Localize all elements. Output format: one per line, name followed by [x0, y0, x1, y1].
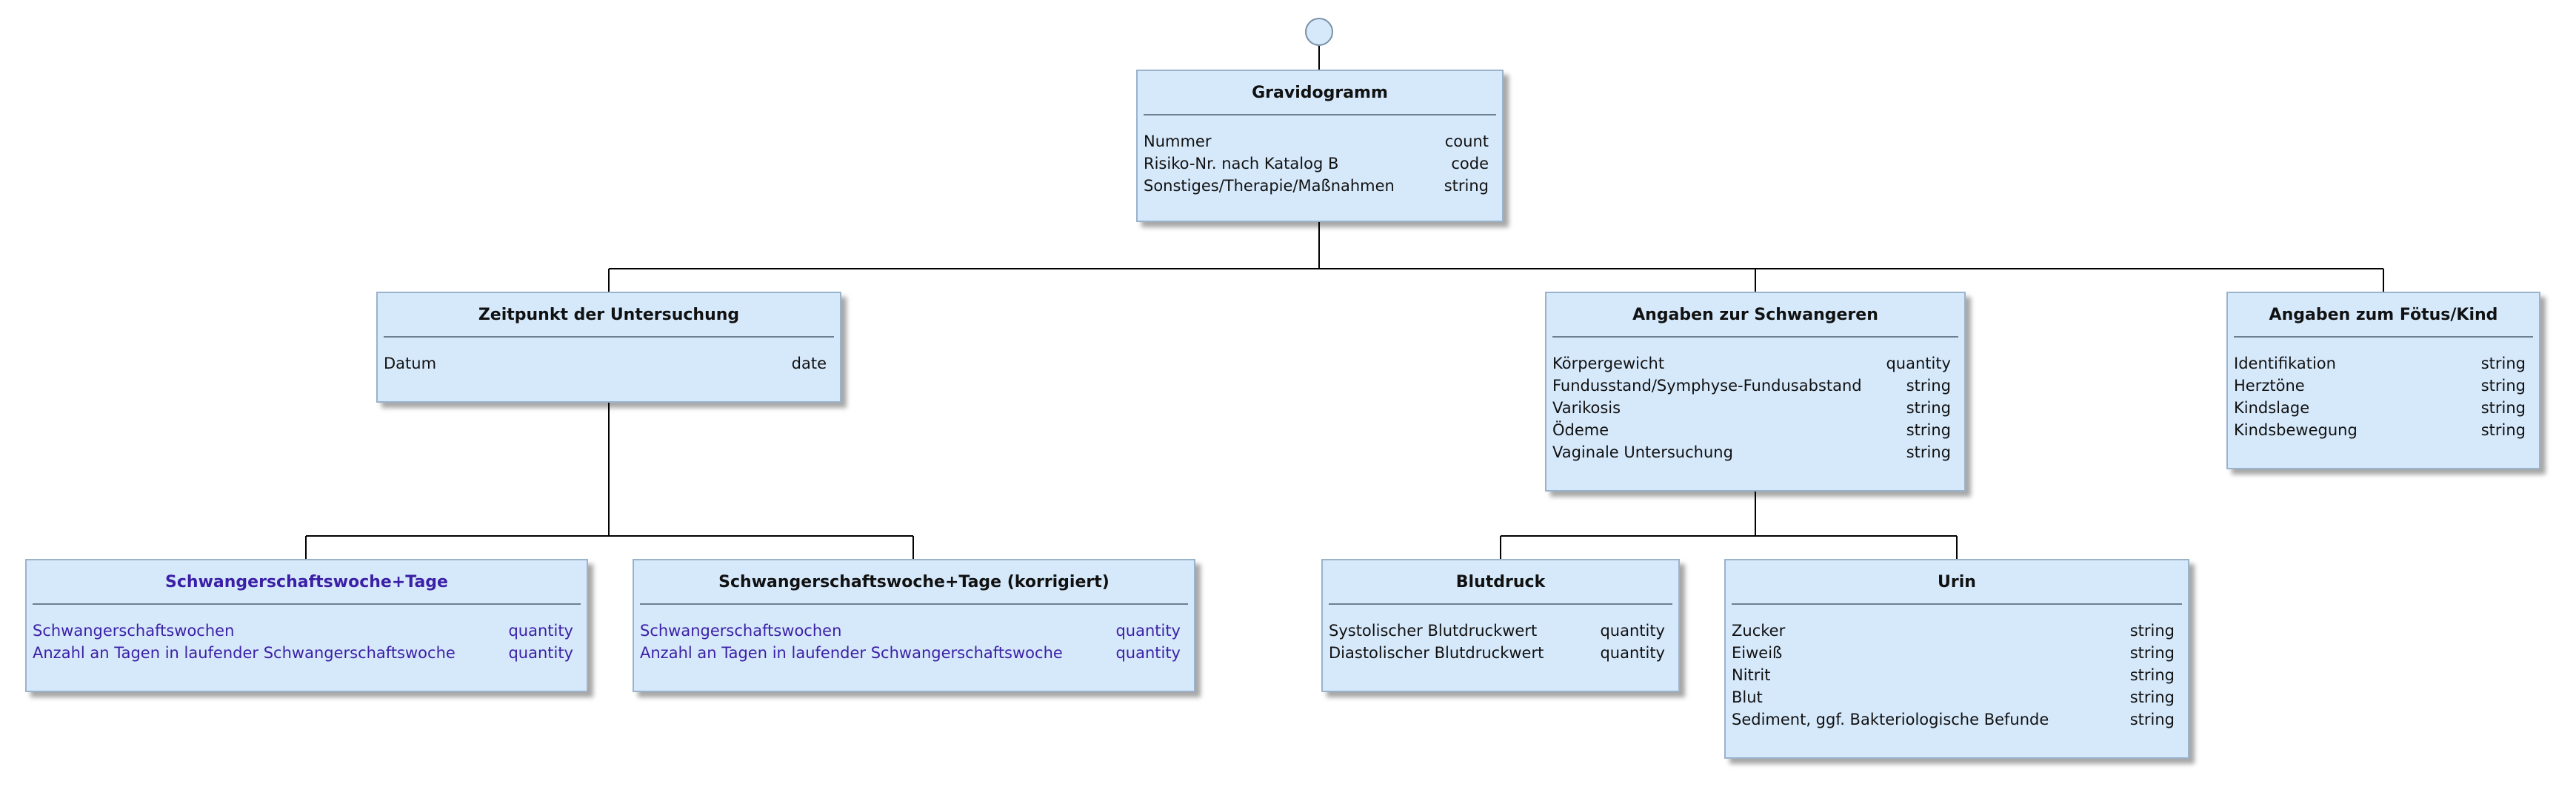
attribute-type: string: [2480, 377, 2526, 395]
node-attributes: Systolischer Blutdruckwert quantity Dias…: [1323, 605, 1678, 664]
attribute-row: Schwangerschaftswochen quantity: [640, 620, 1181, 642]
attribute-label: Ödeme: [1552, 421, 1609, 439]
attribute-label: Anzahl an Tagen in laufender Schwangersc…: [640, 644, 1063, 662]
node-angaben-zum-foetus-kind: Angaben zum Fötus/Kind Identifikation st…: [2226, 292, 2540, 469]
attribute-type: quantity: [1600, 622, 1665, 640]
attribute-label: Vaginale Untersuchung: [1552, 443, 1733, 461]
attribute-row: Diastolischer Blutdruckwert quantity: [1329, 642, 1665, 664]
attribute-type: quantity: [1115, 622, 1181, 640]
node-schwangerschaftswoche-tage: Schwangerschaftswoche+Tage Schwangerscha…: [25, 559, 588, 692]
attribute-label: Nummer: [1144, 133, 1212, 150]
node-attributes: Schwangerschaftswochen quantity Anzahl a…: [634, 605, 1194, 664]
attribute-label: Kindsbewegung: [2234, 421, 2358, 439]
attribute-type: quantity: [1886, 355, 1951, 372]
node-title: Zeitpunkt der Untersuchung: [384, 293, 834, 338]
attribute-row: Ödeme string: [1552, 419, 1951, 441]
attribute-row: Sediment, ggf. Bakteriologische Befunde …: [1732, 708, 2175, 731]
node-title: Angaben zur Schwangeren: [1552, 293, 1958, 338]
attribute-label: Herztöne: [2234, 377, 2305, 395]
attribute-type: string: [2480, 355, 2526, 372]
attribute-type: string: [2129, 622, 2175, 640]
attribute-row: Nummer count: [1144, 130, 1489, 152]
attribute-label: Datum: [384, 355, 437, 372]
attribute-type: string: [2129, 711, 2175, 728]
node-title: Gravidogramm: [1144, 71, 1496, 115]
attribute-type: string: [2129, 688, 2175, 706]
node-schwangerschaftswoche-tage-korrigiert: Schwangerschaftswoche+Tage (korrigiert) …: [633, 559, 1195, 692]
attribute-type: string: [1906, 377, 1951, 395]
attribute-row: Herztöne string: [2234, 375, 2526, 397]
attribute-row: Risiko-Nr. nach Katalog B code: [1144, 152, 1489, 175]
node-angaben-zur-schwangeren: Angaben zur Schwangeren Körpergewicht qu…: [1545, 292, 1966, 492]
attribute-row: Blut string: [1732, 686, 2175, 708]
attribute-row: Kindsbewegung string: [2234, 419, 2526, 441]
attribute-type: count: [1444, 133, 1489, 150]
attribute-type: string: [2129, 666, 2175, 684]
attribute-row: Datum date: [384, 352, 827, 375]
node-attributes: Körpergewicht quantity Fundusstand/Symph…: [1546, 338, 1964, 463]
attribute-row: Zucker string: [1732, 620, 2175, 642]
attribute-row: Sonstiges/Therapie/Maßnahmen string: [1144, 175, 1489, 197]
node-title: Blutdruck: [1329, 560, 1672, 605]
node-title: Angaben zum Fötus/Kind: [2234, 293, 2533, 338]
attribute-label: Nitrit: [1732, 666, 1771, 684]
attribute-type: quantity: [1600, 644, 1665, 662]
attribute-row: Vaginale Untersuchung string: [1552, 441, 1951, 463]
node-title: Urin: [1732, 560, 2182, 605]
attribute-label: Schwangerschaftswochen: [33, 622, 235, 640]
attribute-row: Eiweiß string: [1732, 642, 2175, 664]
attribute-type: string: [1906, 443, 1951, 461]
attribute-type: string: [1906, 399, 1951, 417]
attribute-type: quantity: [508, 622, 573, 640]
attribute-row: Varikosis string: [1552, 397, 1951, 419]
attribute-label: Sediment, ggf. Bakteriologische Befunde: [1732, 711, 2049, 728]
attribute-label: Varikosis: [1552, 399, 1621, 417]
attribute-label: Blut: [1732, 688, 1763, 706]
node-urin: Urin Zucker string Eiweiß string Nitrit …: [1724, 559, 2189, 759]
node-title: Schwangerschaftswoche+Tage: [33, 560, 581, 605]
attribute-type: quantity: [508, 644, 573, 662]
attribute-row: Anzahl an Tagen in laufender Schwangersc…: [33, 642, 573, 664]
attribute-label: Systolischer Blutdruckwert: [1329, 622, 1538, 640]
attribute-label: Fundusstand/Symphyse-Fundusabstand: [1552, 377, 1862, 395]
attribute-row: Schwangerschaftswochen quantity: [33, 620, 573, 642]
start-node-circle: [1305, 18, 1333, 46]
node-gravidogramm: Gravidogramm Nummer count Risiko-Nr. nac…: [1136, 70, 1504, 222]
attribute-label: Anzahl an Tagen in laufender Schwangersc…: [33, 644, 456, 662]
attribute-type: date: [791, 355, 827, 372]
node-attributes: Datum date: [378, 338, 840, 375]
attribute-label: Identifikation: [2234, 355, 2336, 372]
attribute-label: Körpergewicht: [1552, 355, 1665, 372]
node-attributes: Identifikation string Herztöne string Ki…: [2228, 338, 2539, 441]
attribute-type: string: [2129, 644, 2175, 662]
attribute-type: code: [1451, 155, 1489, 172]
attribute-type: string: [1444, 177, 1489, 195]
node-blutdruck: Blutdruck Systolischer Blutdruckwert qua…: [1321, 559, 1680, 692]
attribute-row: Nitrit string: [1732, 664, 2175, 686]
attribute-row: Körpergewicht quantity: [1552, 352, 1951, 375]
attribute-type: string: [1906, 421, 1951, 439]
attribute-label: Kindslage: [2234, 399, 2310, 417]
attribute-label: Sonstiges/Therapie/Maßnahmen: [1144, 177, 1395, 195]
attribute-label: Zucker: [1732, 622, 1786, 640]
node-title: Schwangerschaftswoche+Tage (korrigiert): [640, 560, 1188, 605]
attribute-row: Anzahl an Tagen in laufender Schwangersc…: [640, 642, 1181, 664]
node-attributes: Zucker string Eiweiß string Nitrit strin…: [1726, 605, 2188, 731]
attribute-row: Systolischer Blutdruckwert quantity: [1329, 620, 1665, 642]
attribute-label: Risiko-Nr. nach Katalog B: [1144, 155, 1339, 172]
attribute-row: Kindslage string: [2234, 397, 2526, 419]
attribute-row: Identifikation string: [2234, 352, 2526, 375]
attribute-row: Fundusstand/Symphyse-Fundusabstand strin…: [1552, 375, 1951, 397]
attribute-label: Diastolischer Blutdruckwert: [1329, 644, 1544, 662]
node-attributes: Schwangerschaftswochen quantity Anzahl a…: [27, 605, 587, 664]
attribute-label: Eiweiß: [1732, 644, 1783, 662]
node-zeitpunkt-der-untersuchung: Zeitpunkt der Untersuchung Datum date: [376, 292, 841, 403]
attribute-type: string: [2480, 421, 2526, 439]
node-attributes: Nummer count Risiko-Nr. nach Katalog B c…: [1138, 115, 1502, 197]
attribute-type: string: [2480, 399, 2526, 417]
attribute-type: quantity: [1115, 644, 1181, 662]
attribute-label: Schwangerschaftswochen: [640, 622, 842, 640]
